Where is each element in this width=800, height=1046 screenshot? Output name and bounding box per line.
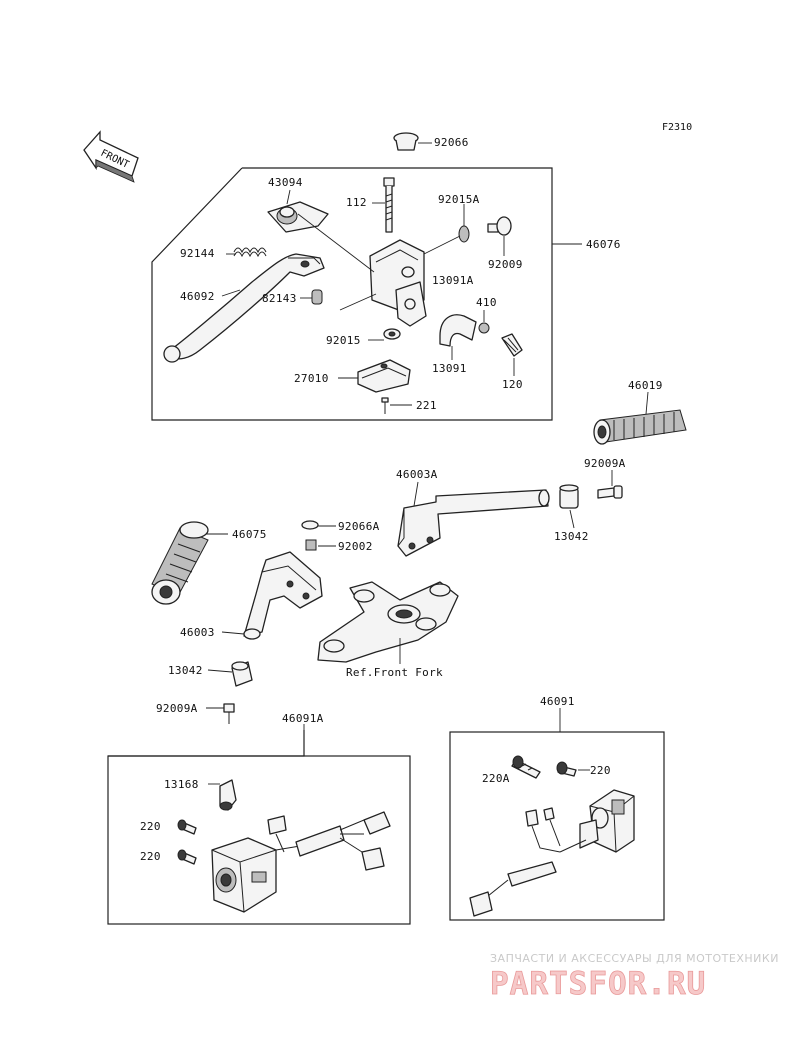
label-46091A: 46091A [282,712,324,725]
part-220A-screw [511,755,541,779]
part-46091A-left-switch [211,811,391,913]
label-220A: 220A [482,772,510,785]
part-13042-left-weight [207,661,253,687]
label-410: 410 [476,296,497,309]
part-13168-clip [208,779,237,811]
label-92015A: 92015A [438,193,480,206]
label-220-c: 220 [590,764,611,777]
part-13042-right-weight [559,484,579,529]
part-221-screw [381,397,412,414]
part-410-nut [478,310,490,334]
part-92066-cap [393,132,432,151]
part-92015-collar [368,328,401,341]
reference-note-front-fork: Ref.Front Fork [346,666,443,679]
part-92015A-ring [458,204,470,243]
label-13042-right: 13042 [554,530,589,543]
label-92066A: 92066A [338,520,380,533]
label-46092: 46092 [180,290,215,303]
part-lever-holder-body [297,213,461,327]
label-13168: 13168 [164,778,199,791]
part-220-screw-a [177,819,197,835]
label-46091: 46091 [540,695,575,708]
label-13091A: 13091A [432,274,474,287]
part-27010-switch [357,359,411,393]
label-92009: 92009 [488,258,523,271]
label-27010: 27010 [294,372,329,385]
label-46003A: 46003A [396,468,438,481]
part-43094-adjuster [267,189,329,233]
label-92015: 92015 [326,334,361,347]
label-92009A-left: 92009A [156,702,198,715]
part-92009A-right-bolt [597,470,623,499]
label-46075: 46075 [232,528,267,541]
part-82143-pin [311,289,323,305]
part-92009A-left-bolt [206,703,235,724]
part-46003-left-handlebar [221,551,323,640]
lever-assembly-box [151,167,553,421]
left-switch-box-top [108,730,305,757]
watermark-tagline: ЗАПЧАСТИ И АКСЕССУАРЫ ДЛЯ МОТОТЕХНИКИ [490,952,779,965]
watermark-brand: PARTSFOR.RU [490,966,706,1002]
label-13042-left: 13042 [168,664,203,677]
figure-code: F2310 [662,122,692,133]
label-82143: 82143 [262,292,297,305]
label-220-a: 220 [140,820,161,833]
part-92009-screw [487,216,512,256]
part-120-screw [501,333,523,376]
label-92066: 92066 [434,136,469,149]
label-92009A-right: 92009A [584,457,626,470]
part-112-bolt [372,177,395,233]
part-92002-bolt [305,539,336,551]
label-221: 221 [416,399,437,412]
part-92066A-washer [301,520,336,530]
label-92002: 92002 [338,540,373,553]
right-switch-box [449,731,665,921]
part-220-screw-b [177,849,197,865]
label-46076: 46076 [586,238,621,251]
label-112: 112 [346,196,367,209]
part-front-fork-top-clamp [317,581,459,664]
label-92144: 92144 [180,247,215,260]
front-arrow-icon: FRONT [83,130,139,183]
label-120: 120 [502,378,523,391]
part-220-screw-c [556,761,590,777]
label-46003: 46003 [180,626,215,639]
label-46019: 46019 [628,379,663,392]
part-46092-lever [163,253,325,363]
part-46019-right-grip [593,391,687,445]
label-13091: 13091 [432,362,467,375]
label-220-b: 220 [140,850,161,863]
part-46075-left-grip [151,521,228,605]
part-13091-clamp [439,314,477,360]
part-46003A-right-handlebar [397,481,550,557]
part-46091-right-switch [469,789,635,917]
label-43094: 43094 [268,176,303,189]
left-switch-box [107,755,411,925]
part-92144-spring [233,247,267,258]
